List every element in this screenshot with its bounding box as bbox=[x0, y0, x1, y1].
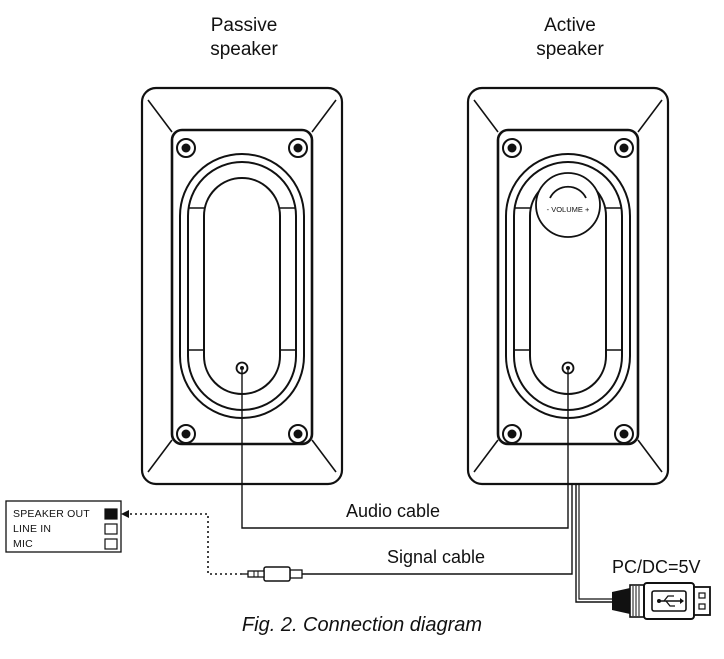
figure-caption: Fig. 2. Connection diagram bbox=[241, 614, 483, 636]
jack-panel bbox=[5, 500, 122, 553]
speaker-out-label: SPEAKER OUT bbox=[13, 508, 90, 520]
line-in-port[interactable] bbox=[104, 523, 118, 535]
active-speaker-title: Active speaker bbox=[490, 14, 650, 62]
signal-cable-label: Signal cable bbox=[387, 547, 486, 567]
power-cable bbox=[575, 484, 612, 603]
active-title-line1: Active bbox=[544, 15, 596, 36]
audio-cable bbox=[241, 370, 569, 529]
power-label: PC/DC=5V bbox=[612, 557, 701, 577]
mic-port[interactable] bbox=[104, 538, 118, 550]
dotted-connection bbox=[127, 513, 242, 575]
mic-label: MIC bbox=[13, 538, 33, 550]
passive-title-line2: speaker bbox=[210, 39, 278, 60]
speaker-out-port[interactable] bbox=[104, 508, 118, 520]
arrow-head bbox=[121, 510, 129, 518]
signal-cable bbox=[302, 484, 573, 575]
active-title-line2: speaker bbox=[536, 39, 604, 60]
volume-knob[interactable]: - VOLUME + bbox=[535, 172, 601, 238]
usb-icon bbox=[651, 590, 687, 612]
line-in-label: LINE IN bbox=[13, 523, 52, 535]
audio-plug bbox=[242, 566, 303, 582]
usb-plug bbox=[612, 582, 711, 620]
passive-title-line1: Passive bbox=[210, 15, 278, 36]
passive-speaker-title: Passive speaker bbox=[164, 14, 324, 62]
audio-cable-label: Audio cable bbox=[346, 501, 441, 521]
volume-label: - VOLUME + bbox=[547, 205, 590, 214]
